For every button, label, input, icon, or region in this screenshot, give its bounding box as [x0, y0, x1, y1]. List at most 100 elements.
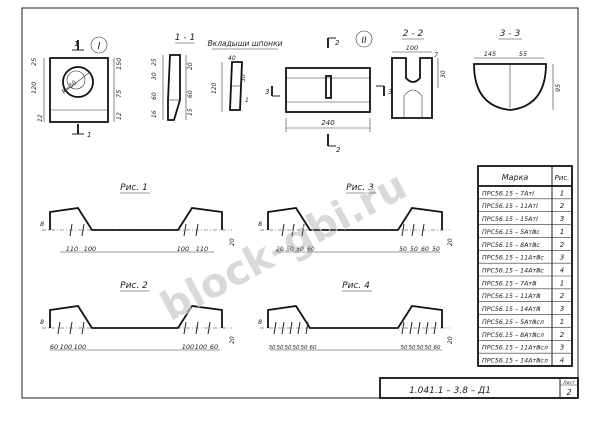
- table-cell-mark: ПРС56.15 – 11АтⅢс: [482, 255, 544, 262]
- figure-1-title: Рис. 1: [120, 183, 148, 193]
- table-header-fig: Рис.: [555, 174, 570, 182]
- svg-text:50: 50: [293, 345, 300, 351]
- section-1-1: 1 - 1 25 30 60 16 20 60 15: [151, 33, 195, 121]
- svg-text:150: 150: [115, 58, 123, 70]
- svg-text:1: 1: [87, 131, 91, 139]
- svg-text:25: 25: [30, 58, 38, 66]
- svg-text:8: 8: [258, 318, 262, 326]
- svg-text:110: 110: [66, 245, 78, 253]
- svg-text:1: 1: [245, 97, 249, 104]
- table-cell-mark: ПРС56.15 – 7АтⅢ: [482, 280, 537, 287]
- svg-text:95: 95: [554, 84, 562, 92]
- svg-text:40: 40: [228, 55, 236, 62]
- table-cell-fig: 1: [560, 228, 564, 236]
- svg-text:50: 50: [301, 345, 308, 351]
- svg-text:50: 50: [409, 345, 416, 351]
- table-cell-fig: 4: [560, 267, 564, 275]
- svg-text:55: 55: [519, 50, 527, 58]
- svg-text:50: 50: [399, 246, 407, 253]
- figure-4-title: Рис. 4: [342, 281, 370, 291]
- svg-text:30: 30: [151, 72, 158, 80]
- table-cell-fig: 2: [560, 292, 565, 300]
- svg-text:240: 240: [321, 119, 335, 127]
- table-row: ПРС56.15 – 8АтⅢсл 2: [478, 327, 572, 339]
- svg-text:20: 20: [187, 62, 194, 70]
- table-header-mark: Марка: [502, 173, 529, 182]
- table-cell-fig: 2: [560, 241, 565, 249]
- svg-text:50: 50: [286, 246, 294, 253]
- svg-text:145: 145: [484, 50, 496, 58]
- svg-text:50: 50: [277, 345, 284, 351]
- figure-3-title: Рис. 3: [346, 183, 374, 193]
- table-cell-fig: 3: [560, 305, 564, 313]
- svg-text:20: 20: [229, 238, 236, 246]
- svg-text:50: 50: [417, 345, 424, 351]
- sheet-number: 2: [566, 388, 571, 397]
- table-cell-mark: ПРС56.15 – 14АтⅢ: [482, 306, 541, 313]
- svg-text:60: 60: [421, 246, 429, 253]
- svg-text:100: 100: [74, 343, 86, 351]
- key-inserts: Вкладыши шпонки 120 40 30 1: [208, 39, 283, 112]
- svg-text:60: 60: [50, 343, 58, 351]
- svg-text:3: 3: [265, 88, 269, 96]
- svg-text:20: 20: [447, 336, 454, 344]
- svg-text:30: 30: [440, 70, 447, 78]
- svg-text:60: 60: [151, 92, 158, 100]
- figure-1: Рис. 1 8 20 110 100 100 110: [40, 183, 236, 253]
- watermark: block-gbi.ru: [153, 163, 414, 331]
- svg-text:3: 3: [388, 88, 392, 96]
- svg-text:20: 20: [229, 336, 236, 344]
- svg-text:20: 20: [276, 246, 284, 253]
- table-cell-mark: ПРС56.15 – 8АтⅢсл: [482, 332, 544, 339]
- svg-text:120: 120: [30, 82, 38, 94]
- table-cell-fig: 1: [560, 318, 564, 326]
- view-2: II 2 3 3 240 2: [265, 30, 392, 154]
- svg-text:60: 60: [187, 90, 194, 98]
- table-cell-fig: 2: [560, 331, 565, 339]
- document-code: 1.041.1 – 3.8 – Д1: [409, 386, 491, 396]
- table-row: ПРС56.15 – 8АтⅢс 2: [478, 237, 572, 249]
- sheet-label: Лист: [562, 380, 575, 386]
- svg-text:60: 60: [310, 345, 317, 351]
- key-inserts-label: Вкладыши шпонки: [208, 39, 283, 48]
- svg-text:8: 8: [258, 220, 262, 228]
- svg-text:100: 100: [60, 343, 72, 351]
- section-2-2: 2 - 2 100 7 30: [391, 29, 447, 119]
- figure-3: Рис. 3 8 20 20 50 50 60 50 50 60 50: [258, 183, 454, 253]
- svg-text:50: 50: [296, 246, 304, 253]
- section-2-2-label: 2 - 2: [403, 29, 424, 39]
- svg-text:50: 50: [432, 246, 440, 253]
- svg-text:20: 20: [447, 238, 454, 246]
- svg-text:25: 25: [151, 58, 158, 66]
- svg-text:15: 15: [187, 108, 194, 116]
- svg-text:30: 30: [269, 345, 276, 351]
- svg-text:100: 100: [177, 245, 189, 253]
- svg-text:100: 100: [195, 343, 207, 351]
- table-row: ПРС56.15 – 14АтⅢ 3: [478, 301, 572, 313]
- table-cell-mark: ПРС56.15 – 8АтⅢс: [482, 242, 540, 249]
- svg-text:50: 50: [425, 345, 432, 351]
- view-1: I 1 R=50 120 25 12 150 75 12 1: [30, 36, 123, 139]
- svg-text:2: 2: [335, 39, 340, 47]
- table-cell-mark: ПРС56.15 – 7АтⅠ: [482, 190, 534, 197]
- table-row: ПРС56.15 – 7АтⅢ 1: [478, 275, 572, 287]
- table-cell-fig: 1: [560, 279, 564, 287]
- table-cell-mark: ПРС56.15 – 11АтⅢсл: [482, 345, 548, 352]
- svg-text:100: 100: [84, 245, 96, 253]
- svg-text:60: 60: [434, 345, 441, 351]
- view-1-label: I: [98, 41, 101, 52]
- table-cell-mark: ПРС56.15 – 14АтⅢсл: [482, 358, 548, 365]
- svg-text:8: 8: [40, 220, 44, 228]
- figure-4: Рис. 4 8 20 30 50 50 50 50 60 50 50 50 5…: [258, 281, 454, 351]
- table-cell-fig: 3: [560, 254, 564, 262]
- table-cell-fig: 2: [560, 202, 565, 210]
- svg-text:50: 50: [410, 246, 418, 253]
